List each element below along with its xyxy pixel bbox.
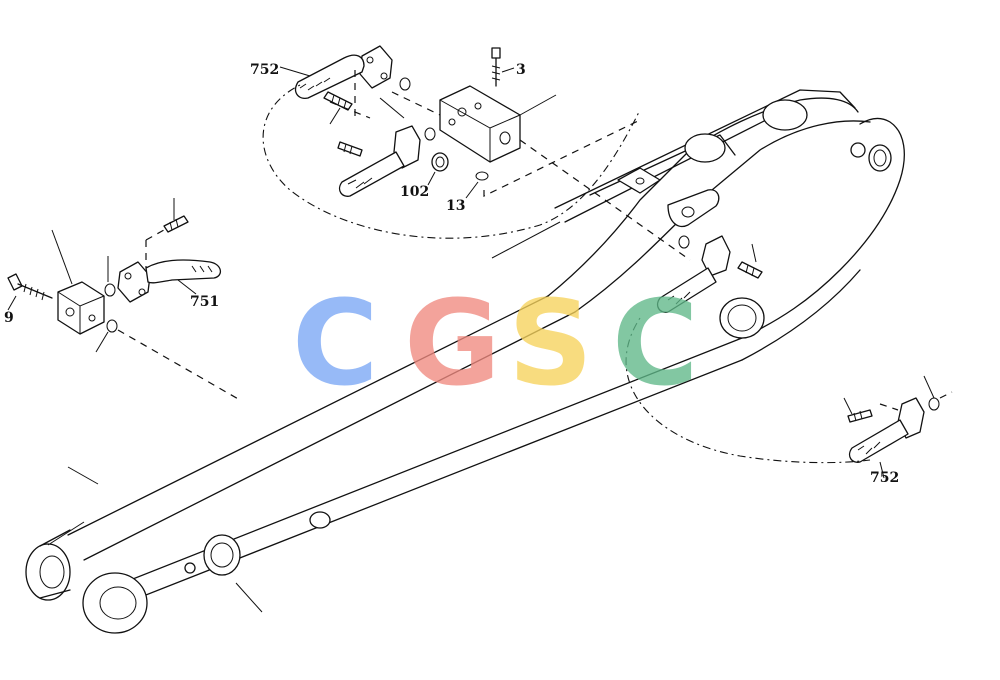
label-9: 9 <box>4 310 14 326</box>
label-102: 102 <box>400 184 429 200</box>
watermark-letter-g: G <box>404 274 501 412</box>
cgsc-watermark: C G S C <box>292 274 699 412</box>
watermark-letter-c2: C <box>612 274 699 412</box>
label-13: 13 <box>446 198 465 214</box>
right-fitting-group <box>625 235 953 479</box>
label-752-top: 752 <box>250 62 279 78</box>
watermark-letter-s: S <box>508 274 593 412</box>
top-valve-group <box>262 45 691 261</box>
label-752-right: 752 <box>870 470 899 486</box>
label-751: 751 <box>190 294 219 310</box>
label-3: 3 <box>516 62 526 78</box>
left-valve-group <box>7 198 241 401</box>
watermark-letter-c1: C <box>292 274 379 412</box>
arm-body <box>25 89 905 634</box>
